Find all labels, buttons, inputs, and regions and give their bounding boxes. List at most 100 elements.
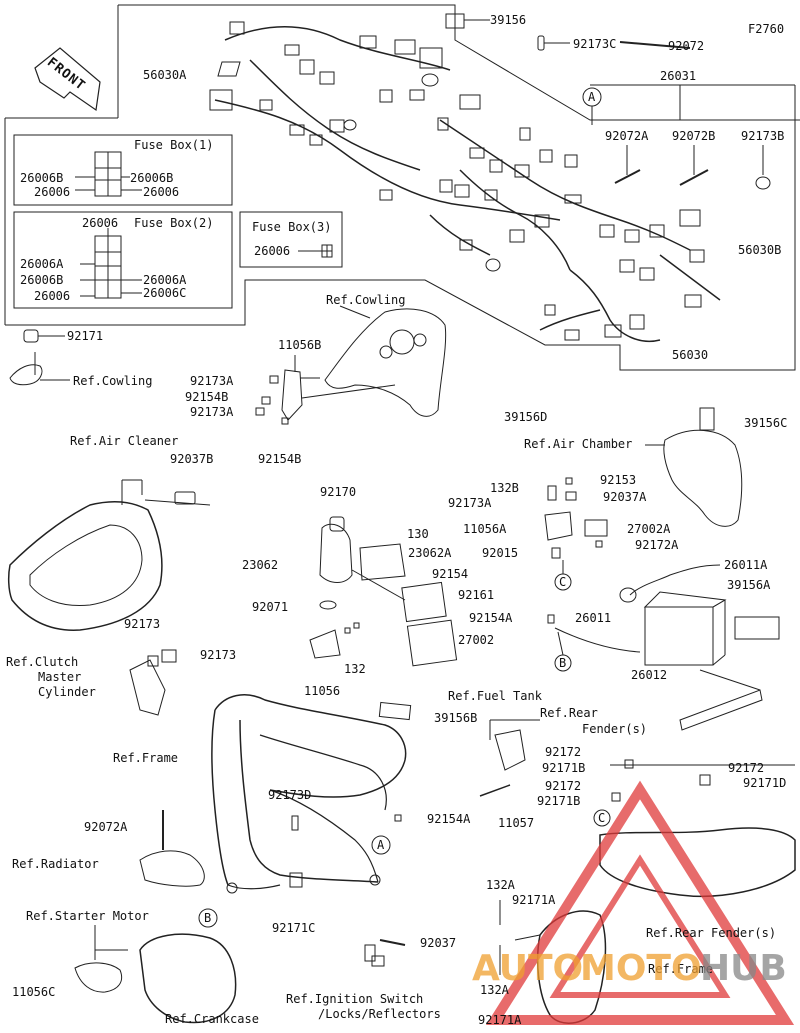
part-39156C: 39156C [744,416,788,430]
part-39156-top: 39156 [490,13,527,27]
part-92037A: 92037A [603,490,647,504]
callout-c: C [559,575,567,589]
part-26006B-right: 26006B [130,171,174,185]
figure-code: F2760 [748,22,785,36]
part-132A-2: 132A [480,983,509,997]
part-92154B-2: 92154B [258,452,302,466]
part-92154: 92154 [432,567,469,581]
fuse-box-2-title: Fuse Box(2) [134,216,214,230]
fuse-box-3-title: Fuse Box(3) [252,220,332,234]
part-92072-top: 92072 [668,39,705,53]
part-92171A-1: 92171A [512,893,556,907]
part-92072B: 92072B [672,129,716,143]
part-26006A-left: 26006A [20,257,64,271]
part-26012: 26012 [631,668,668,682]
ref-ignition-2: /Locks/Reflectors [318,1007,441,1021]
callout-b-crankcase: B [204,911,212,925]
part-92173-1: 92173 [124,617,161,631]
ref-frame-lower: Ref.Frame [648,962,714,976]
part-92153: 92153 [600,473,637,487]
part-92171D: 92171D [743,776,787,790]
part-92173A-1: 92173A [190,374,234,388]
part-56030B: 56030B [738,243,782,257]
part-39156B: 39156B [434,711,478,725]
part-23062: 23062 [242,558,279,572]
part-92072A-low: 92072A [84,820,128,834]
watermark-moto: MOTO [580,948,702,989]
ref-cowling-top: Ref.Cowling [326,293,406,307]
ref-clutch-2: Master [38,670,82,684]
part-26006-box3: 26006 [254,244,291,258]
part-92161: 92161 [458,588,495,602]
part-26006B-left: 26006B [20,171,64,185]
part-92171B-2: 92171B [537,794,581,808]
watermark-hub: HUB [700,948,787,989]
part-92154B-1: 92154B [185,390,229,404]
ref-crankcase: Ref.Crankcase [165,1012,259,1026]
part-11057: 11057 [498,816,535,830]
part-11056B: 11056B [278,338,322,352]
part-23062A: 23062A [408,546,452,560]
part-27002: 27002 [458,633,495,647]
ref-frame-left: Ref.Frame [113,751,179,765]
part-56030: 56030 [672,348,709,362]
part-92172A: 92172A [635,538,679,552]
part-92071: 92071 [252,600,289,614]
callout-b-battery: B [559,656,567,670]
part-92154A-1: 92154A [469,611,513,625]
fuse-box-2-top-part: 26006 [82,216,119,230]
ref-clutch-3: Cylinder [38,685,96,699]
part-26011A: 26011A [724,558,768,572]
part-92173C: 92173C [573,37,617,51]
part-92015: 92015 [482,546,519,560]
part-26006C: 26006C [143,286,187,300]
part-92170: 92170 [320,485,357,499]
part-26006-left: 26006 [34,185,71,199]
part-92173D: 92173D [268,788,312,802]
part-26006-box2-left: 26006 [34,289,71,303]
part-26031: 26031 [660,69,697,83]
fuse-box-1-title: Fuse Box(1) [134,138,214,152]
part-92173-2: 92173 [200,648,237,662]
callout-a-top: A [588,90,596,104]
part-26011: 26011 [575,611,612,625]
ref-radiator: Ref.Radiator [12,857,99,871]
part-92172-3: 92172 [728,761,765,775]
part-92172-1: 92172 [545,745,582,759]
part-132A-1: 132A [486,878,515,892]
part-130: 130 [407,527,429,541]
ref-starter-motor: Ref.Starter Motor [26,909,149,923]
part-26006-right: 26006 [143,185,180,199]
part-92037B: 92037B [170,452,214,466]
callout-c-fender: C [598,811,606,825]
watermark-auto: AUTO [472,948,584,989]
ref-ignition-1: Ref.Ignition Switch [286,992,424,1006]
part-26006B-box2: 26006B [20,273,64,287]
part-92171: 92171 [67,329,104,343]
part-92173A-2: 92173A [190,405,234,419]
part-92171C: 92171C [272,921,316,935]
part-56030A: 56030A [143,68,187,82]
part-92172-2: 92172 [545,779,582,793]
part-11056: 11056 [304,684,341,698]
part-92154A-2: 92154A [427,812,471,826]
ref-air-cleaner: Ref.Air Cleaner [70,434,179,448]
part-92171A-2: 92171A [478,1013,522,1027]
ref-air-chamber: Ref.Air Chamber [524,437,633,451]
part-92072A-top: 92072A [605,129,649,143]
ref-rear-fender-2: Fender(s) [582,722,648,736]
part-132B: 132B [490,481,519,495]
part-26006A-right: 26006A [143,273,187,287]
callout-a-frame: A [377,838,385,852]
part-27002A: 27002A [627,522,671,536]
ref-cowling-left: Ref.Cowling [73,374,153,388]
ref-clutch-1: Ref.Clutch [6,655,79,669]
part-132: 132 [344,662,366,676]
part-92173A-3: 92173A [448,496,492,510]
part-92171B-1: 92171B [542,761,586,775]
part-92173B: 92173B [741,129,785,143]
ref-fuel-tank: Ref.Fuel Tank [448,689,542,703]
ref-rear-fender-1: Ref.Rear [540,706,598,720]
part-11056A: 11056A [463,522,507,536]
